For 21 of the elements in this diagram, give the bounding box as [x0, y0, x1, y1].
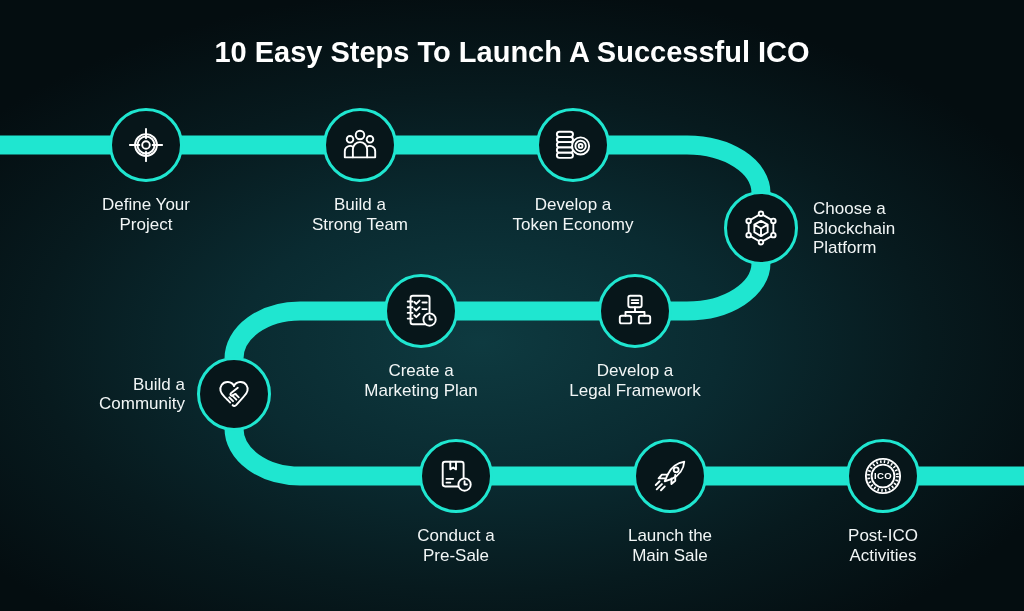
- step-label: Create a Marketing Plan: [364, 361, 478, 400]
- step-label: Build a Strong Team: [311, 195, 409, 234]
- connector-line: [491, 466, 635, 486]
- step-label: Launch the Main Sale: [627, 526, 713, 565]
- step-label: Choose a Blockchain Platform: [813, 198, 896, 257]
- connector-line: [456, 301, 600, 321]
- connector-line: [918, 466, 1024, 486]
- step-label: Define Your Project: [102, 195, 190, 234]
- step-label: Post-ICO Activities: [848, 526, 918, 565]
- coin-label: ICO: [874, 471, 892, 481]
- connector-line: [181, 135, 325, 155]
- title: 10 Easy Steps To Launch A Successful ICO: [214, 38, 810, 67]
- step-label: Develop a Legal Framework: [569, 361, 701, 400]
- connector-line: [224, 301, 386, 360]
- connector-line: [395, 135, 538, 155]
- step-label: Build a Community: [99, 374, 185, 413]
- step-label: Develop a Token Economy: [512, 195, 634, 234]
- step-label: Conduct a Pre-Sale: [417, 526, 495, 565]
- connector-line: [224, 427, 421, 486]
- connector-line: [0, 135, 111, 155]
- connector-line: [705, 466, 848, 486]
